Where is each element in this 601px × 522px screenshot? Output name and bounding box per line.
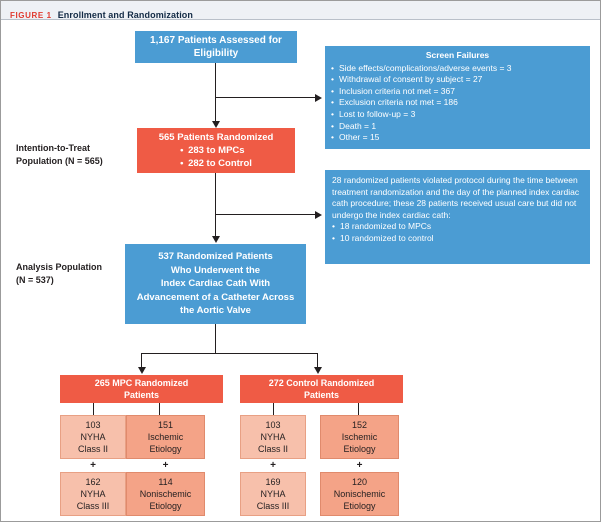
node-analysis-population-line2: Who Underwent the: [170, 264, 261, 276]
node-patients-assessed: 1,167 Patients Assessed for Eligibility: [135, 31, 297, 63]
node-analysis-population-line5: the Aortic Valve: [180, 305, 251, 317]
node-control-nonischemic: 120 Nonischemic Etiology: [320, 472, 399, 516]
node-control-nonischemic-line1: 120: [351, 477, 368, 487]
node-control-nonischemic-line2: Nonischemic: [333, 489, 386, 499]
node-mpc-group-line1: 265 MPC Randomized: [94, 378, 189, 388]
connector-randomized-to-analysis: [215, 173, 216, 241]
label-intention-to-treat-line1: Intention-to-Treat: [16, 143, 90, 153]
figure-title: Enrollment and Randomization: [57, 10, 194, 20]
plus-sign-mpc-etiology: +: [162, 460, 169, 471]
node-protocol-violation-list: 18 randomized to MPCs 10 randomized to c…: [332, 221, 583, 244]
node-mpc-nonischemic-line2: Nonischemic: [139, 489, 192, 499]
connector-to-protocol-violation: [215, 214, 319, 215]
node-mpc-group: 265 MPC Randomized Patients: [60, 375, 223, 403]
connector-to-control-group: [317, 353, 318, 371]
list-item: Inclusion criteria not met = 367: [331, 86, 584, 98]
node-mpc-nonischemic: 114 Nonischemic Etiology: [126, 472, 205, 516]
node-protocol-violation: 28 randomized patients violated protocol…: [325, 170, 590, 264]
node-control-nyha-class-3: 169 NYHA Class III: [240, 472, 306, 516]
node-control-group-line2: Patients: [303, 390, 339, 400]
node-control-ischemic-line2: Ischemic: [341, 432, 378, 442]
figure-number-label: FIGURE 1: [10, 11, 52, 20]
node-control-nyha-class-3-line1: 169: [265, 477, 281, 487]
node-control-nyha-class-3-line3: Class III: [256, 501, 290, 511]
connector-control-to-ischemic: [358, 403, 359, 415]
arrow-to-control-group: [314, 367, 322, 374]
connector-to-mpc-group: [141, 353, 142, 371]
node-control-nyha-class-2-line2: NYHA: [260, 432, 286, 442]
node-screen-failures-heading: Screen Failures: [425, 50, 490, 60]
node-mpc-ischemic: 151 Ischemic Etiology: [126, 415, 205, 459]
list-item: 282 to Control: [180, 157, 252, 170]
list-item: Other = 15: [331, 132, 584, 144]
node-patients-randomized-heading: 565 Patients Randomized: [158, 132, 274, 143]
node-control-ischemic-line1: 152: [351, 420, 368, 430]
node-control-group-line1: 272 Control Randomized: [268, 378, 375, 388]
node-mpc-nyha-class-3-line1: 162: [85, 477, 101, 487]
node-analysis-population-line1: 537 Randomized Patients: [158, 251, 273, 263]
list-item: Withdrawal of consent by subject = 27: [331, 74, 584, 86]
node-patients-assessed-line2: Eligibility: [193, 48, 239, 59]
node-mpc-nonischemic-line3: Etiology: [149, 501, 182, 511]
node-mpc-nonischemic-line1: 114: [158, 477, 173, 487]
node-control-nyha-class-2-line1: 103: [265, 420, 281, 430]
connector-mpc-to-ischemic: [159, 403, 160, 415]
node-control-group: 272 Control Randomized Patients: [240, 375, 403, 403]
node-mpc-nyha-class-3: 162 NYHA Class III: [60, 472, 126, 516]
node-control-nyha-class-2: 103 NYHA Class II: [240, 415, 306, 459]
node-protocol-violation-paragraph: 28 randomized patients violated protocol…: [332, 175, 580, 220]
node-mpc-ischemic-line3: Etiology: [149, 444, 182, 454]
node-patients-randomized: 565 Patients Randomized 283 to MPCs 282 …: [137, 128, 295, 173]
node-control-nonischemic-line3: Etiology: [343, 501, 376, 511]
arrow-to-protocol-violation: [315, 211, 322, 219]
node-patients-randomized-list: 283 to MPCs 282 to Control: [180, 144, 252, 170]
node-mpc-group-line2: Patients: [123, 390, 159, 400]
arrow-randomized-to-analysis: [212, 236, 220, 243]
node-control-nyha-class-2-line3: Class II: [257, 444, 288, 454]
node-analysis-population: 537 Randomized Patients Who Underwent th…: [125, 244, 306, 324]
node-mpc-ischemic-line1: 151: [157, 420, 174, 430]
node-mpc-nyha-class-2-line3: Class II: [77, 444, 108, 454]
connector-analysis-split: [141, 353, 317, 354]
plus-sign-control-etiology: +: [356, 460, 363, 471]
list-item: 18 randomized to MPCs: [332, 221, 583, 233]
label-intention-to-treat: Intention-to-Treat Population (N = 565): [16, 142, 131, 168]
arrow-to-mpc-group: [138, 367, 146, 374]
node-mpc-nyha-class-3-line3: Class III: [76, 501, 110, 511]
figure-header-text: FIGURE 1 Enrollment and Randomization: [10, 5, 193, 23]
connector-assessed-to-randomized: [215, 63, 216, 126]
connector-control-to-nyha2: [273, 403, 274, 415]
list-item: Death = 1: [331, 121, 584, 133]
node-mpc-nyha-class-2: 103 NYHA Class II: [60, 415, 126, 459]
node-mpc-nyha-class-2-line1: 103: [85, 420, 101, 430]
list-item: Exclusion criteria not met = 186: [331, 97, 584, 109]
connector-to-screen-failures: [215, 97, 319, 98]
node-screen-failures: Screen Failures Side effects/complicatio…: [325, 46, 590, 149]
connector-analysis-stem: [215, 324, 216, 353]
arrow-assessed-to-randomized: [212, 121, 220, 128]
list-item: Side effects/complications/adverse event…: [331, 63, 584, 75]
label-analysis-population-line1: Analysis Population: [16, 262, 103, 272]
node-mpc-ischemic-line2: Ischemic: [147, 432, 184, 442]
node-mpc-nyha-class-2-line2: NYHA: [80, 432, 106, 442]
node-mpc-nyha-class-3-line2: NYHA: [80, 489, 106, 499]
list-item: Lost to follow-up = 3: [331, 109, 584, 121]
connector-mpc-to-nyha2: [93, 403, 94, 415]
plus-sign-control-nyha: +: [270, 460, 276, 471]
node-patients-assessed-line1: 1,167 Patients Assessed for: [150, 35, 282, 46]
node-control-ischemic: 152 Ischemic Etiology: [320, 415, 399, 459]
arrow-to-screen-failures: [315, 94, 322, 102]
node-analysis-population-line4: Advancement of a Catheter Across: [136, 291, 295, 303]
node-analysis-population-line3: Index Cardiac Cath With: [160, 278, 271, 290]
plus-sign-mpc-nyha: +: [90, 460, 96, 471]
node-control-nyha-class-3-line2: NYHA: [260, 489, 286, 499]
node-screen-failures-list: Side effects/complications/adverse event…: [331, 63, 584, 144]
figure-header: FIGURE 1 Enrollment and Randomization: [1, 1, 600, 20]
label-analysis-population-line2: (N = 537): [16, 275, 54, 285]
list-item: 283 to MPCs: [180, 144, 252, 157]
node-control-ischemic-line3: Etiology: [343, 444, 376, 454]
label-intention-to-treat-line2: Population (N = 565): [16, 156, 103, 166]
list-item: 10 randomized to control: [332, 233, 583, 245]
label-analysis-population: Analysis Population (N = 537): [16, 261, 131, 287]
